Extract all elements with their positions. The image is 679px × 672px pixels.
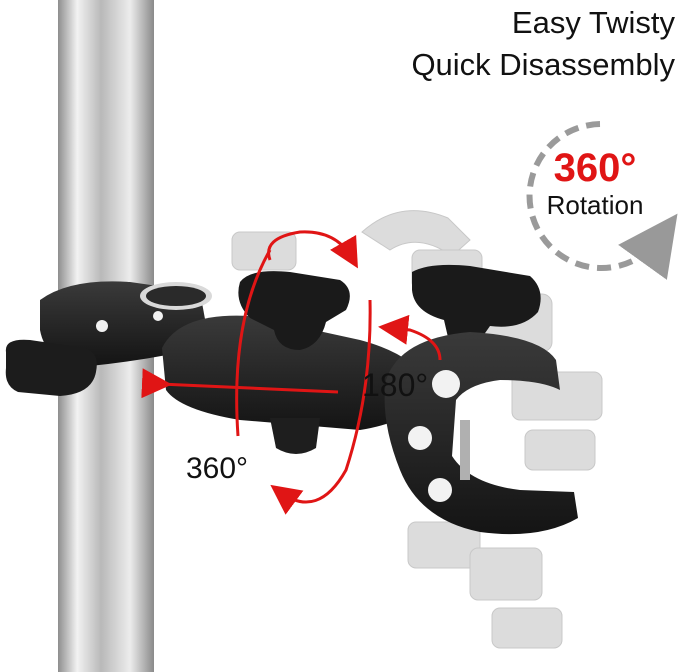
rotation-arrow-icon — [526, 121, 678, 280]
rotate-arrow-icon — [267, 230, 358, 269]
rotation-badge: 360° Rotation — [520, 146, 670, 220]
rotation-badge-label: Rotation — [546, 190, 644, 220]
pole-clamp-knob — [5, 339, 97, 396]
annotation-360: 360° — [186, 452, 249, 485]
headline-line-1: Easy Twisty — [511, 5, 675, 40]
headline-line-2: Quick Disassembly — [411, 47, 675, 82]
arm-knob-left — [238, 271, 350, 350]
claw-clamp — [384, 264, 578, 535]
rotation-badge-value: 360° — [553, 146, 637, 190]
annotation-180: 180° — [362, 367, 429, 403]
rotation-arrows — [141, 230, 442, 515]
headline: Easy Twisty Quick Disassembly — [411, 2, 675, 86]
